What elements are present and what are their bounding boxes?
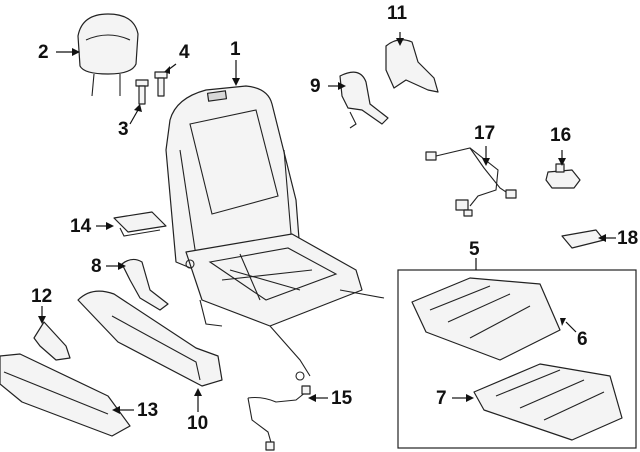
- part-headrest-guides: [135, 71, 168, 105]
- part-side-cover-11: [385, 39, 439, 93]
- callout-15: 15: [331, 388, 353, 409]
- part-cushion-pad-7: [473, 363, 623, 441]
- part-headrest: [77, 13, 139, 97]
- callout-3: 3: [118, 119, 129, 140]
- callout-11: 11: [387, 3, 408, 24]
- part-recliner-cover-8: [121, 258, 169, 311]
- callout-8: 8: [91, 256, 102, 277]
- part-seat-frame: [185, 233, 385, 381]
- part-seat-back: [165, 85, 301, 277]
- part-wiring-harness: [425, 147, 517, 217]
- part-side-shield-10: [77, 290, 223, 387]
- part-lower-trim-13: [0, 353, 131, 437]
- callout-5: 5: [469, 239, 480, 260]
- callout-7: 7: [436, 388, 447, 409]
- callout-6: 6: [577, 329, 588, 350]
- part-module-18: [561, 229, 605, 249]
- part-cable-15: [247, 385, 311, 451]
- callout-1: 1: [230, 39, 241, 60]
- callout-13: 13: [137, 400, 159, 421]
- callout-10: 10: [187, 413, 209, 434]
- part-cushion-cover-6: [411, 277, 561, 361]
- callout-18: 18: [617, 228, 639, 249]
- callout-9: 9: [310, 76, 321, 97]
- callout-16: 16: [550, 125, 572, 146]
- callout-17: 17: [474, 123, 496, 144]
- leader-lines: [38, 32, 616, 414]
- cushion-group-box: [397, 269, 637, 449]
- callout-4: 4: [179, 42, 190, 63]
- part-bracket-14: [113, 211, 167, 237]
- callout-2: 2: [38, 42, 49, 63]
- part-bracket-9: [339, 71, 389, 129]
- callout-14: 14: [70, 216, 92, 237]
- part-bracket-12: [33, 321, 71, 361]
- part-sensor-16: [545, 163, 581, 189]
- callout-12: 12: [31, 286, 53, 307]
